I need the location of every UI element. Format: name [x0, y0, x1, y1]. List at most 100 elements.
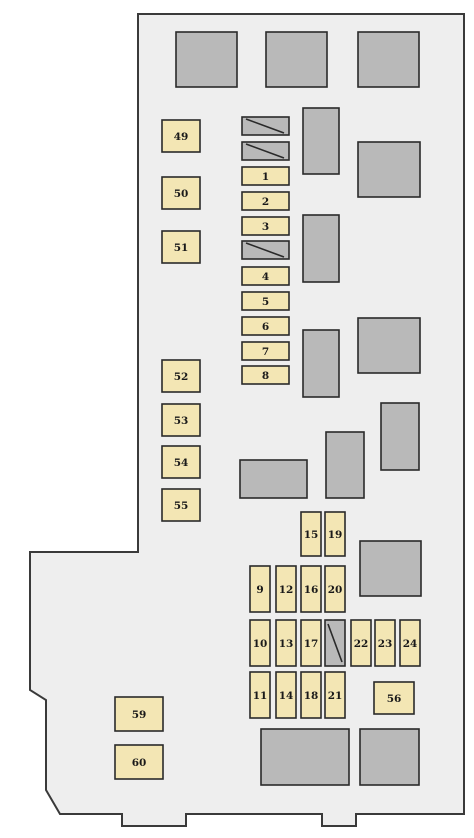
relay-bottom-right	[359, 728, 420, 786]
fuse-label: 3	[262, 221, 269, 233]
fuse-51: 51	[161, 230, 201, 264]
fuse-label: 55	[174, 500, 189, 512]
fuse-11: 11	[249, 671, 271, 719]
fuse-body	[249, 565, 271, 613]
fuse-1: 1	[241, 166, 290, 186]
fuse-9: 9	[249, 565, 271, 613]
fuse-body	[300, 619, 322, 667]
fuse-body	[350, 619, 372, 667]
fuse-label: 59	[132, 709, 147, 721]
fuse-body	[399, 619, 421, 667]
relay-wide-left	[239, 459, 308, 499]
fuse-label: 15	[304, 529, 319, 541]
fuse-7: 7	[241, 341, 290, 361]
fuse-label: 24	[403, 638, 418, 650]
fuse-body	[275, 619, 297, 667]
fuse-label: 14	[279, 690, 294, 702]
fuse-body	[300, 565, 322, 613]
fuse-body	[241, 316, 290, 336]
spare-slot	[241, 116, 290, 136]
fuse-body	[300, 671, 322, 719]
fuse-60: 60	[114, 744, 164, 780]
fuse-10: 10	[249, 619, 271, 667]
fuse-13: 13	[275, 619, 297, 667]
fuse-label: 54	[174, 457, 189, 469]
fuse-18: 18	[300, 671, 322, 719]
fuse-body	[241, 291, 290, 311]
relay-upper-right	[357, 141, 421, 198]
fuse-16: 16	[300, 565, 322, 613]
fuse-23: 23	[374, 619, 396, 667]
fuse-label: 52	[174, 371, 189, 383]
fuse-3: 3	[241, 216, 290, 236]
fuse-label: 12	[279, 584, 294, 596]
fuse-label: 60	[132, 757, 147, 769]
relay-lower-right	[359, 540, 422, 597]
fuse-body	[161, 445, 201, 479]
spare-slot	[241, 240, 290, 260]
fuse-label: 11	[253, 690, 268, 702]
fuse-14: 14	[275, 671, 297, 719]
fuse-55: 55	[161, 488, 201, 522]
fuse-label: 6	[262, 321, 269, 333]
fuse-label: 5	[262, 296, 269, 308]
relay-upper-tall	[302, 107, 340, 175]
fuse-label: 20	[328, 584, 343, 596]
fuse-20: 20	[324, 565, 346, 613]
fuse-22: 22	[350, 619, 372, 667]
fuse-body	[161, 176, 201, 210]
fuse-label: 4	[262, 271, 269, 283]
fuse-body	[249, 619, 271, 667]
fuse-label: 23	[378, 638, 393, 650]
fuse-body	[161, 119, 201, 153]
fuse-label: 53	[174, 415, 189, 427]
fuse-2: 2	[241, 191, 290, 211]
fuse-50: 50	[161, 176, 201, 210]
fuse-label: 18	[304, 690, 319, 702]
fuse-body	[241, 216, 290, 236]
relay-middle-tall	[302, 214, 340, 283]
fuse-body	[275, 671, 297, 719]
fuse-49: 49	[161, 119, 201, 153]
fuse-12: 12	[275, 565, 297, 613]
fuse-body	[114, 696, 164, 732]
fuse-body	[161, 488, 201, 522]
fuse-15: 15	[300, 511, 322, 557]
fuse-body	[161, 230, 201, 264]
fuse-label: 50	[174, 188, 189, 200]
fuse-label: 8	[262, 370, 269, 382]
fuse-body	[241, 166, 290, 186]
fuse-label: 16	[304, 584, 319, 596]
fuse-53: 53	[161, 403, 201, 437]
fuse-body	[324, 671, 346, 719]
relay-top-right	[357, 31, 420, 88]
fuse-59: 59	[114, 696, 164, 732]
fuse-label: 13	[279, 638, 294, 650]
fuse-body	[241, 341, 290, 361]
fuse-56: 56	[373, 681, 415, 715]
fuse-54: 54	[161, 445, 201, 479]
relay-lower-tall	[302, 329, 340, 398]
fuse-body	[324, 511, 346, 557]
spare-slot	[324, 619, 346, 667]
fuse-label: 17	[304, 638, 319, 650]
fuse-52: 52	[161, 359, 201, 393]
fuse-label: 9	[256, 584, 263, 596]
fuse-6: 6	[241, 316, 290, 336]
relay-top-left	[175, 31, 238, 88]
fuse-body	[374, 619, 396, 667]
fuse-label: 2	[262, 196, 269, 208]
fuse-body	[275, 565, 297, 613]
fuse-label: 22	[354, 638, 369, 650]
fuse-label: 10	[253, 638, 268, 650]
fuse-label: 56	[387, 693, 402, 705]
relay-center-tall	[325, 431, 365, 499]
fuse-label: 19	[328, 529, 343, 541]
spare-slot	[241, 141, 290, 161]
fuse-label: 7	[262, 346, 269, 358]
fuse-label: 51	[174, 242, 189, 254]
fuse-19: 19	[324, 511, 346, 557]
fuse-label: 1	[262, 171, 269, 183]
